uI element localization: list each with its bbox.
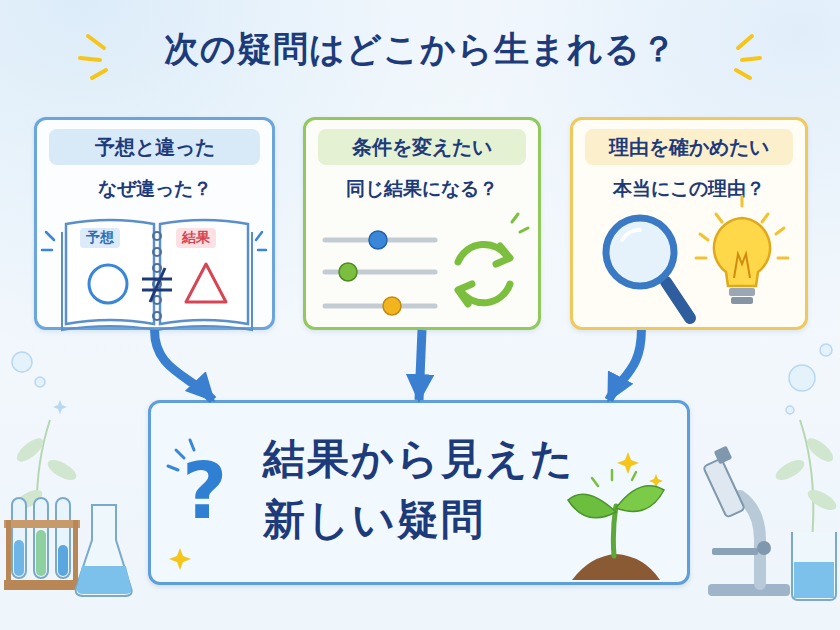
flow-arrow <box>609 330 642 400</box>
box-question: 同じ結果になる？ <box>306 176 538 202</box>
box-heading: 結果から見えた 新しい疑問 <box>263 429 593 551</box>
page-tag: 予想 <box>80 228 120 248</box>
box-heading: 条件を変えたい <box>318 129 526 165</box>
result-box: 結果から見えた 新しい疑問 <box>148 400 690 585</box>
flask <box>76 505 132 596</box>
source-box: 予想と違ったなぜ違った？ <box>34 117 275 330</box>
question-mark: ? <box>182 452 227 530</box>
box-heading: 理由を確かめたい <box>585 129 793 165</box>
test-tube-rack <box>4 498 80 590</box>
box-question: なぜ違った？ <box>37 176 272 202</box>
box-heading: 予想と違った <box>49 129 260 165</box>
leaves-right <box>773 420 840 560</box>
box-question: 本当にこの理由？ <box>573 176 805 202</box>
page-tag: 結果 <box>176 228 216 248</box>
flow-arrow <box>155 330 214 400</box>
flow-arrow <box>419 330 422 400</box>
leaves-left <box>11 420 80 560</box>
diagram-title: 次の疑問はどこから生まれる？ <box>0 26 840 73</box>
beaker <box>792 532 836 600</box>
source-box: 条件を変えたい同じ結果になる？ <box>303 117 541 330</box>
microscope <box>703 446 790 596</box>
source-box: 理由を確かめたい本当にこの理由？ <box>570 117 808 330</box>
